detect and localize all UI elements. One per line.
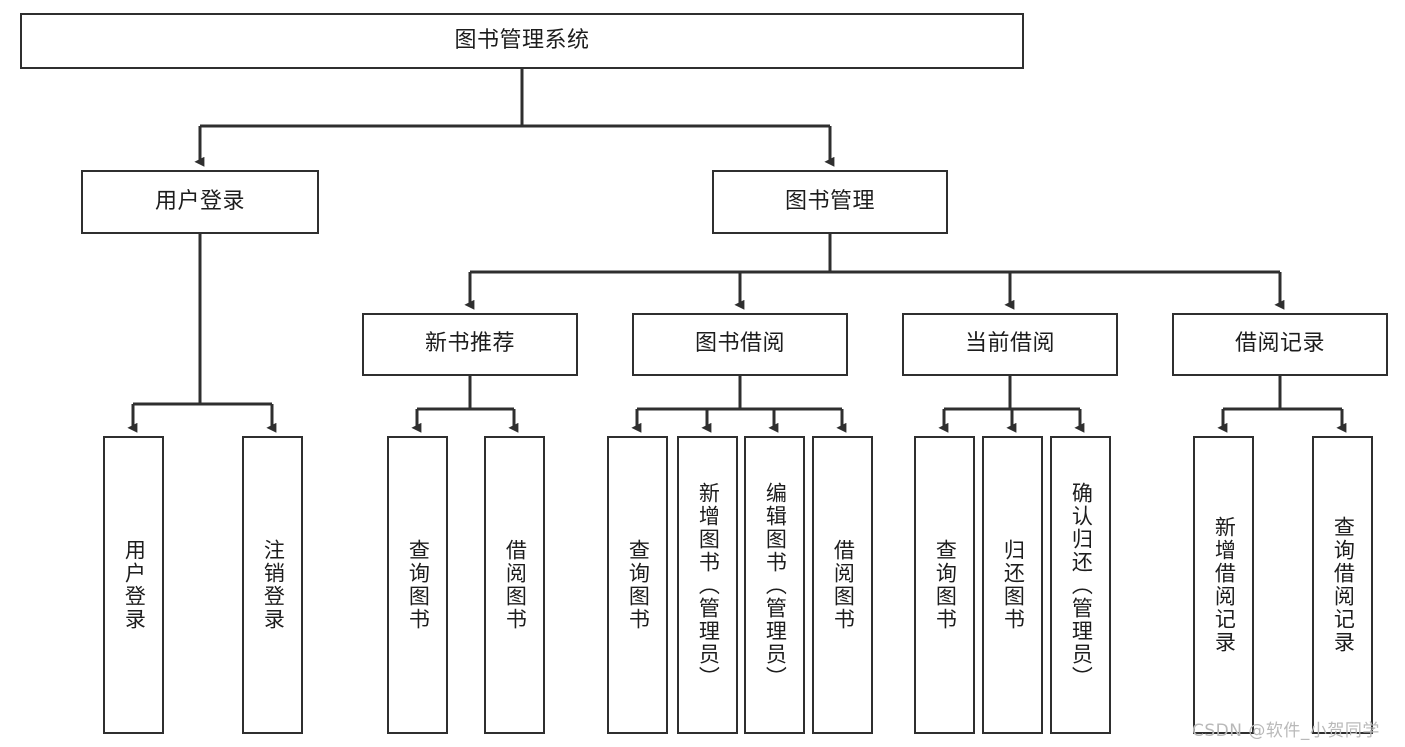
- node-user-login[interactable]: 用户登录: [81, 170, 319, 234]
- node-leaf-logout[interactable]: 注销登录: [242, 436, 303, 734]
- node-leaf-return-book[interactable]: 归还图书: [982, 436, 1043, 734]
- node-leaf-confirm-return[interactable]: 确认归还（管理员）: [1050, 436, 1111, 734]
- node-leaf-logout-label: 注销登录: [261, 539, 286, 631]
- node-root-label: 图书管理系统: [454, 27, 590, 53]
- node-leaf-query-book-1-label: 查询图书: [406, 539, 431, 631]
- node-leaf-add-record[interactable]: 新增借阅记录: [1193, 436, 1254, 734]
- csdn-watermark: CSDN @软件_小贺同学: [1192, 721, 1380, 741]
- node-leaf-add-book[interactable]: 新增图书（管理员）: [677, 436, 738, 734]
- node-leaf-query-book-3-label: 查询图书: [933, 539, 958, 631]
- node-leaf-borrow-book-2[interactable]: 借阅图书: [812, 436, 873, 734]
- node-leaf-query-record-label: 查询借阅记录: [1331, 516, 1356, 654]
- node-borrow-record[interactable]: 借阅记录: [1172, 313, 1388, 376]
- node-leaf-query-book-3[interactable]: 查询图书: [914, 436, 975, 734]
- node-leaf-borrow-book-2-label: 借阅图书: [831, 539, 856, 631]
- node-leaf-edit-book[interactable]: 编辑图书（管理员）: [744, 436, 805, 734]
- node-leaf-user-login[interactable]: 用户登录: [103, 436, 164, 734]
- node-user-login-label: 用户登录: [154, 188, 245, 214]
- node-new-book-rec[interactable]: 新书推荐: [362, 313, 578, 376]
- node-leaf-query-book-2[interactable]: 查询图书: [607, 436, 668, 734]
- node-leaf-user-login-label: 用户登录: [122, 539, 147, 631]
- node-root[interactable]: 图书管理系统: [20, 13, 1024, 69]
- node-leaf-query-book-1[interactable]: 查询图书: [387, 436, 448, 734]
- node-leaf-add-record-label: 新增借阅记录: [1212, 516, 1237, 654]
- node-borrow-record-label: 借阅记录: [1234, 331, 1325, 357]
- node-new-book-rec-label: 新书推荐: [424, 331, 515, 357]
- node-leaf-borrow-book-1[interactable]: 借阅图书: [484, 436, 545, 734]
- node-book-borrow[interactable]: 图书借阅: [632, 313, 848, 376]
- node-leaf-query-record[interactable]: 查询借阅记录: [1312, 436, 1373, 734]
- node-leaf-edit-book-label: 编辑图书（管理员）: [763, 481, 788, 689]
- node-leaf-confirm-return-label: 确认归还（管理员）: [1069, 481, 1094, 689]
- node-leaf-add-book-label: 新增图书（管理员）: [696, 481, 721, 689]
- node-current-borrow-label: 当前借阅: [964, 331, 1055, 357]
- node-leaf-query-book-2-label: 查询图书: [626, 539, 651, 631]
- node-book-manage[interactable]: 图书管理: [712, 170, 948, 234]
- node-book-borrow-label: 图书借阅: [694, 331, 785, 357]
- node-leaf-borrow-book-1-label: 借阅图书: [503, 539, 528, 631]
- node-leaf-return-book-label: 归还图书: [1001, 539, 1026, 631]
- node-current-borrow[interactable]: 当前借阅: [902, 313, 1118, 376]
- node-book-manage-label: 图书管理: [784, 188, 875, 214]
